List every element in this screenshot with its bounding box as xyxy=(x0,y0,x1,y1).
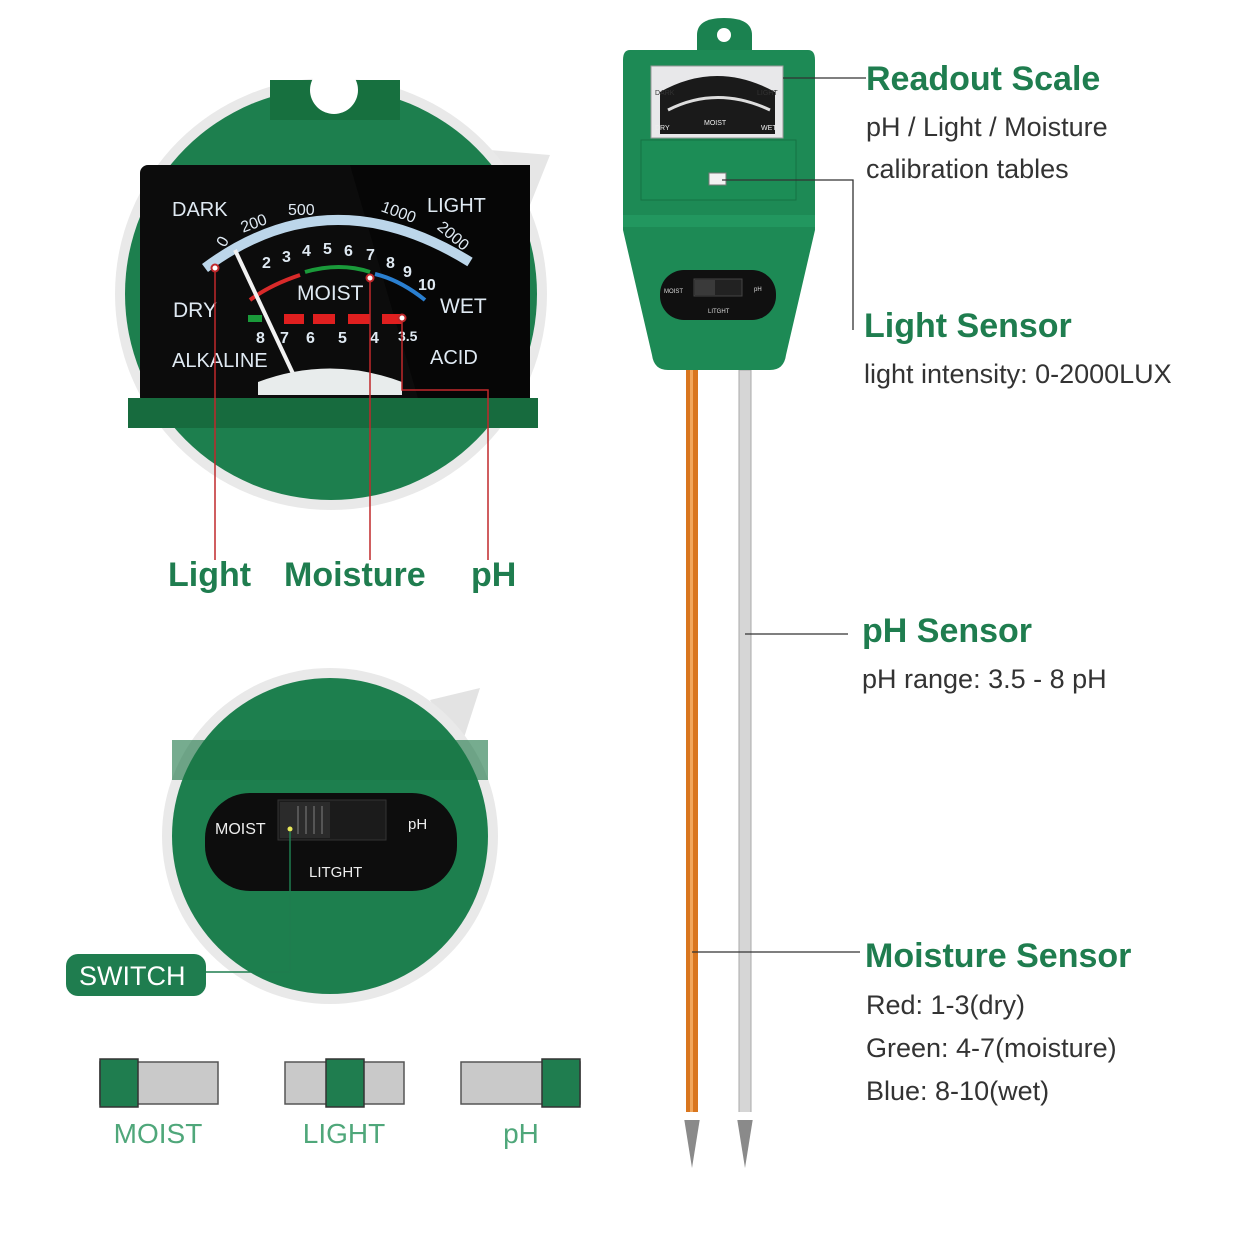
ph-tick: 8 xyxy=(256,330,265,347)
feature-line: Green: 4-7(moisture) xyxy=(866,1033,1117,1063)
device-label-light: LIGHT xyxy=(757,90,778,97)
label-moist: MOIST xyxy=(297,282,364,305)
moist-blue-arc xyxy=(374,272,427,302)
meter-zoom-circle: DARK LIGHT 0 200 500 1000 2000 2 3 4 5 6… xyxy=(115,66,550,560)
ph-tick: 7 xyxy=(280,330,289,347)
feature-line: calibration tables xyxy=(866,154,1069,184)
label-light: LIGHT xyxy=(427,195,486,217)
feature-title: Moisture Sensor xyxy=(865,937,1131,975)
callout-lines xyxy=(214,268,489,560)
device-label-wet: WET xyxy=(761,125,777,132)
feature-title: Light Sensor xyxy=(864,307,1072,345)
switch-position-ph: pH xyxy=(460,1058,581,1149)
ph-tick: 5 xyxy=(338,330,347,347)
moist-tick: 8 xyxy=(386,255,395,272)
device-switch-knob[interactable] xyxy=(695,280,715,295)
switch-position-light: LIGHT xyxy=(284,1058,405,1149)
label-dark: DARK xyxy=(172,199,228,221)
label-acid: ACID xyxy=(430,347,478,369)
feature-ph-sensor: pH Sensor pH range: 3.5 - 8 pH xyxy=(862,612,1107,694)
callout-light: Light xyxy=(168,556,251,594)
light-tick: 500 xyxy=(288,202,315,219)
position-label: MOIST xyxy=(114,1118,203,1149)
label-alkaline: ALKALINE xyxy=(172,350,268,372)
position-label: pH xyxy=(503,1118,539,1149)
moist-tick: 7 xyxy=(366,247,375,264)
callout-moisture: Moisture xyxy=(284,556,426,594)
feature-title: pH Sensor xyxy=(862,612,1032,650)
switch-zoom-circle: MOIST pH LITGHT xyxy=(162,668,498,1004)
switch-position-moist: MOIST xyxy=(99,1058,219,1149)
feature-line: Red: 1-3(dry) xyxy=(866,990,1025,1020)
label-wet: WET xyxy=(440,295,487,318)
feature-readout: Readout Scale pH / Light / Moisture cali… xyxy=(866,60,1108,184)
feature-line: Blue: 8-10(wet) xyxy=(866,1076,1049,1106)
feature-light-sensor: Light Sensor light intensity: 0-2000LUX xyxy=(864,307,1172,389)
feature-moisture-sensor: Moisture Sensor Red: 1-3(dry) Green: 4-7… xyxy=(865,937,1131,1106)
feature-line: light intensity: 0-2000LUX xyxy=(864,359,1172,389)
switch-badge xyxy=(66,954,206,996)
label-dry: DRY xyxy=(173,299,217,322)
callout-ph: pH xyxy=(471,556,516,594)
device-label-dry: DRY xyxy=(655,125,670,132)
device-label-moist: MOIST xyxy=(704,120,727,127)
light-sensor-window xyxy=(708,172,727,186)
ph-probe xyxy=(738,369,752,1119)
device-switch-light: LITGHT xyxy=(708,309,730,315)
moist-tick: 3 xyxy=(282,249,291,266)
ph-tick: 3.5 xyxy=(398,328,418,344)
ph-tick: 6 xyxy=(306,330,315,347)
feature-title: Readout Scale xyxy=(866,60,1100,98)
soil-meter-device: DARK LIGHT DRY WET MOIST MOIST pH LITGHT xyxy=(623,18,815,1168)
feature-line: pH range: 3.5 - 8 pH xyxy=(862,664,1107,694)
moist-tick: 5 xyxy=(323,241,332,258)
moist-red-arc xyxy=(248,273,301,302)
ph-tick: 4 xyxy=(370,330,379,347)
moist-tick: 4 xyxy=(302,243,311,260)
switch-label-light: LITGHT xyxy=(309,864,362,881)
position-label: LIGHT xyxy=(303,1118,385,1149)
moist-green-arc xyxy=(304,265,371,274)
switch-label-moist: MOIST xyxy=(215,821,266,838)
meter-needle xyxy=(233,249,298,381)
moist-tick: 10 xyxy=(418,277,436,294)
switch-badge-text: SWITCH xyxy=(79,961,185,991)
moist-tick: 9 xyxy=(403,264,412,281)
device-switch-ph: pH xyxy=(754,287,762,293)
moist-tick: 2 xyxy=(262,255,271,272)
moist-tick: 6 xyxy=(344,243,353,260)
device-switch-moist: MOIST xyxy=(664,289,683,295)
switch-label-ph: pH xyxy=(408,816,427,833)
leader-lines xyxy=(692,77,866,953)
needle-pivot xyxy=(258,368,402,395)
feature-line: pH / Light / Moisture xyxy=(866,112,1108,142)
device-label-dark: DARK xyxy=(655,90,675,97)
